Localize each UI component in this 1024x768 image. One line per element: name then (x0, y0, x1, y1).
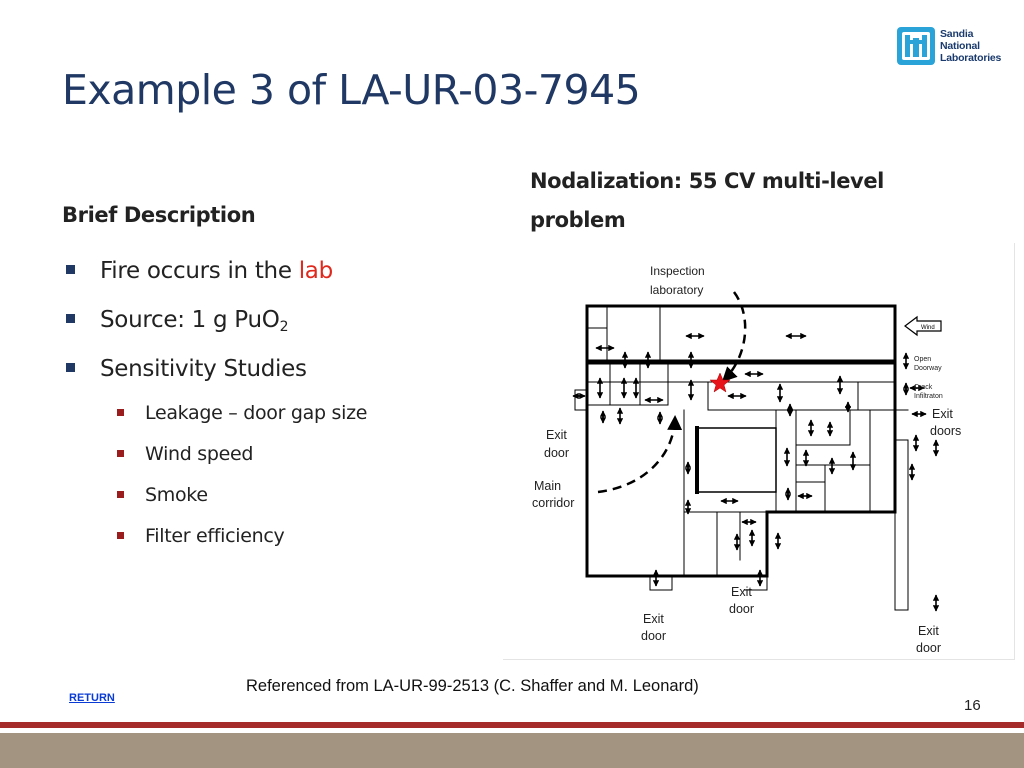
nodalization-heading: Nodalization: 55 CV multi-level problem (530, 169, 884, 232)
floor-plan-diagram: Wind Inspection laboratory Open Doorway … (532, 264, 961, 655)
logo-line-3: Laboratories (940, 52, 1002, 64)
brief-description-heading: Brief Description (62, 203, 256, 227)
inspection-lab-label-1: Inspection (650, 264, 705, 278)
sub-bullet-list: Leakage – door gap size Wind speed Smoke… (115, 396, 455, 560)
exit-door-bottom-mid-label-2: door (729, 602, 754, 616)
square-bullet-icon (66, 314, 75, 323)
square-bullet-icon (66, 363, 75, 372)
slide-title: Example 3 of LA-UR-03-7945 (62, 66, 641, 114)
exit-door-bottom-mid-label-1: Exit (731, 585, 752, 599)
sub-bullet-text: Smoke (145, 484, 208, 506)
logo-line-1: Sandia (940, 28, 974, 40)
bullet-sensitivity: Sensitivity Studies (62, 348, 482, 397)
legend-crack-label-2: Infiltraton (914, 393, 943, 400)
bullet-sensitivity-text: Sensitivity Studies (100, 356, 307, 382)
footer-red-line (0, 722, 1024, 728)
bullet-source-text: Source: 1 g PuO (100, 307, 280, 333)
exit-door-left-label-2: door (544, 446, 569, 460)
sub-bullet-text: Leakage – door gap size (145, 402, 368, 424)
square-bullet-icon (117, 450, 124, 457)
sub-bullet-leakage: Leakage – door gap size (115, 396, 455, 437)
exit-door-left-label-1: Exit (546, 428, 567, 442)
exit-door-bottom-left-label-2: door (641, 629, 666, 643)
square-bullet-icon (117, 409, 124, 416)
bullet-fire: Fire occurs in the lab (62, 250, 482, 299)
inspection-lab-label-2: laboratory (650, 283, 703, 297)
legend-open-label-2: Doorway (914, 365, 942, 372)
footer-bar (0, 733, 1024, 768)
exit-door-bottom-left-label-1: Exit (643, 612, 664, 626)
legend-crack-label-1: Crack (914, 384, 933, 391)
main-corridor-label-1: Main (534, 479, 561, 493)
floor-plan-figure: Wind Inspection laboratory Open Doorway … (503, 243, 1015, 660)
sub-bullet-smoke: Smoke (115, 478, 455, 519)
sandia-thunderbird-icon (897, 27, 935, 65)
sub-bullet-text: Filter efficiency (145, 525, 285, 547)
wind-label: Wind (921, 325, 935, 331)
logo-line-2: National (940, 40, 980, 52)
reference-caption: Referenced from LA-UR-99-2513 (C. Shaffe… (246, 677, 699, 695)
sandia-logo: Sandia National Laboratories (896, 26, 1006, 70)
sub-bullet-filter: Filter efficiency (115, 519, 455, 560)
square-bullet-icon (117, 491, 124, 498)
bullet-source-subscript: 2 (279, 319, 289, 335)
main-corridor-label-2: corridor (532, 496, 574, 510)
dashed-flow-paths (597, 291, 747, 494)
legend-open-label-1: Open (914, 356, 931, 363)
fire-star-icon (709, 372, 731, 393)
square-bullet-icon (66, 265, 75, 274)
main-bullet-list: Fire occurs in the lab Source: 1 g PuO2 … (62, 250, 482, 397)
exit-doors-right-label-1: Exit (932, 407, 953, 421)
exit-door-bottom-right-label-2: door (916, 641, 941, 655)
bullet-fire-highlight: lab (298, 258, 333, 284)
exit-doors-right-label-2: doors (930, 424, 961, 438)
square-bullet-icon (117, 532, 124, 539)
page-number: 16 (964, 697, 981, 714)
return-link[interactable]: RETURN (69, 692, 115, 704)
bullet-fire-text: Fire occurs in the (100, 258, 299, 284)
bullet-source: Source: 1 g PuO2 (62, 299, 482, 348)
wind-arrow-icon: Wind (904, 315, 942, 337)
sub-bullet-text: Wind speed (145, 443, 254, 465)
door-arrows (572, 332, 940, 612)
sub-bullet-wind: Wind speed (115, 437, 455, 478)
exit-door-bottom-right-label-1: Exit (918, 624, 939, 638)
